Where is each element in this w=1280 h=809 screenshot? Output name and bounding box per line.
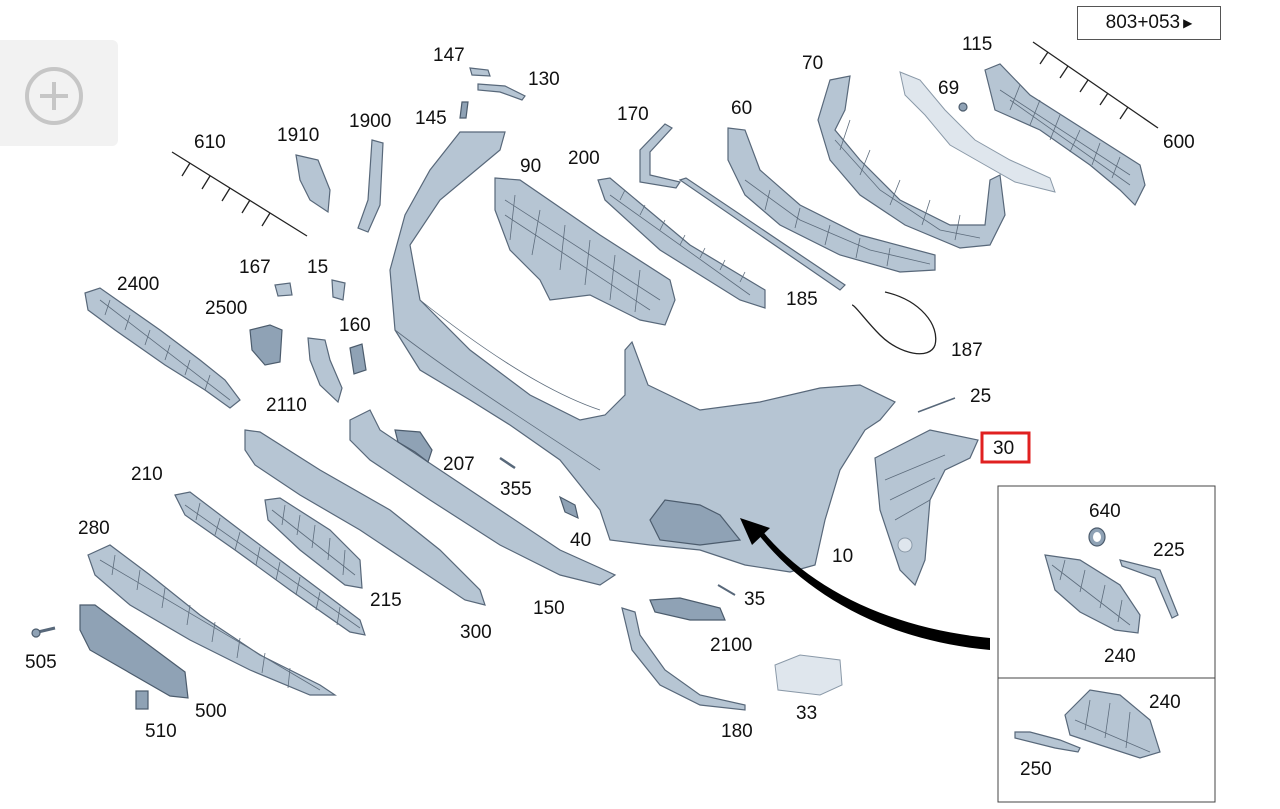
part-215-mesh[interactable] (264, 497, 363, 589)
label-25[interactable]: 25 (970, 386, 991, 407)
part-180-strip[interactable] (621, 607, 746, 711)
label-150[interactable]: 150 (533, 598, 565, 619)
part-210-grille[interactable] (174, 491, 366, 636)
label-2400[interactable]: 2400 (117, 274, 159, 295)
label-1910[interactable]: 1910 (277, 125, 319, 146)
part-147-clip[interactable] (469, 67, 491, 77)
highlight-box-30 (980, 431, 1031, 464)
part-505-screw[interactable] (31, 626, 56, 638)
part-2100-bracket[interactable] (649, 597, 726, 621)
part-2400-strip[interactable] (84, 287, 241, 409)
label-280[interactable]: 280 (78, 518, 110, 539)
detail-part-640-ring[interactable] (1088, 527, 1106, 547)
label-35[interactable]: 35 (744, 589, 765, 610)
part-170-hook[interactable] (639, 123, 681, 189)
zoom-in-button[interactable] (0, 40, 118, 146)
part-33-cover[interactable] (774, 654, 843, 696)
label-33[interactable]: 33 (796, 703, 817, 724)
label-500[interactable]: 500 (195, 701, 227, 722)
label-10[interactable]: 10 (832, 546, 853, 567)
part-70-carrier[interactable] (817, 75, 1006, 249)
lead-600-ruler (1032, 41, 1159, 129)
part-167-clip[interactable] (274, 282, 293, 297)
label-30[interactable]: 30 (993, 438, 1014, 459)
part-69-bracket[interactable] (899, 71, 1056, 193)
part-200-grille[interactable] (597, 177, 766, 309)
part-207-bracket[interactable] (394, 429, 433, 463)
label-167[interactable]: 167 (239, 257, 271, 278)
label-130[interactable]: 130 (528, 69, 560, 90)
label-2500[interactable]: 2500 (205, 298, 247, 319)
detail-part-250-strip[interactable] (1014, 731, 1081, 753)
part-1900-strip[interactable] (357, 139, 384, 233)
part-15-clip[interactable] (331, 279, 346, 301)
label-610[interactable]: 610 (194, 132, 226, 153)
label-207[interactable]: 207 (443, 454, 475, 475)
detail-part-240-grille-bottom[interactable] (1064, 689, 1161, 759)
label-15[interactable]: 15 (307, 257, 328, 278)
reference-link-label: 803+053 (1105, 12, 1181, 33)
part-30-side-bracket[interactable] (874, 429, 979, 587)
part-40-clip[interactable] (558, 495, 579, 520)
part-500-tow-cover[interactable] (79, 604, 189, 699)
label-2100[interactable]: 2100 (710, 635, 752, 656)
part-2110-bracket[interactable] (307, 337, 343, 404)
detail-pointer-arrow (740, 518, 990, 650)
label-70[interactable]: 70 (802, 53, 823, 74)
label-210[interactable]: 210 (131, 464, 163, 485)
detail-part-240-grille-top[interactable] (1044, 554, 1141, 634)
label-187[interactable]: 187 (951, 340, 983, 361)
part-1910-bracket[interactable] (295, 154, 331, 214)
part-187-wire[interactable] (851, 291, 937, 355)
label-1900[interactable]: 1900 (349, 111, 391, 132)
label-355[interactable]: 355 (500, 479, 532, 500)
zoom-in-icon (25, 67, 83, 125)
part-labels: 115 600 70 69 60 147 130 145 170 1900 19… (25, 34, 1195, 780)
label-145[interactable]: 145 (415, 108, 447, 129)
label-90[interactable]: 90 (520, 156, 541, 177)
label-600[interactable]: 600 (1163, 132, 1195, 153)
label-69[interactable]: 69 (938, 78, 959, 99)
lead-610-ruler (171, 151, 308, 237)
label-250[interactable]: 250 (1020, 759, 1052, 780)
label-160[interactable]: 160 (339, 315, 371, 336)
label-215[interactable]: 215 (370, 590, 402, 611)
part-145-clip[interactable] (459, 101, 469, 119)
label-225[interactable]: 225 (1153, 540, 1185, 561)
label-185[interactable]: 185 (786, 289, 818, 310)
label-147[interactable]: 147 (433, 45, 465, 66)
part-300-lower-trim[interactable] (244, 429, 486, 606)
label-640[interactable]: 640 (1089, 501, 1121, 522)
part-130-strip[interactable] (477, 83, 526, 101)
label-170[interactable]: 170 (617, 104, 649, 125)
play-arrow-icon: ▶ (1183, 16, 1193, 30)
label-505[interactable]: 505 (25, 652, 57, 673)
label-510[interactable]: 510 (145, 721, 177, 742)
label-200[interactable]: 200 (568, 148, 600, 169)
part-60-absorber[interactable] (727, 127, 936, 273)
label-240-bottom[interactable]: 240 (1149, 692, 1181, 713)
detail-part-225-trim[interactable] (1119, 559, 1179, 619)
part-600-bracket[interactable] (984, 63, 1146, 207)
part-25-pin[interactable] (917, 397, 956, 413)
label-300[interactable]: 300 (460, 622, 492, 643)
part-160-clip[interactable] (349, 343, 367, 375)
part-185-strip[interactable] (678, 177, 846, 291)
label-115[interactable]: 115 (962, 34, 992, 55)
label-40[interactable]: 40 (570, 530, 591, 551)
part-355-pin[interactable] (499, 456, 516, 470)
label-180[interactable]: 180 (721, 721, 753, 742)
part-280-lower-grille[interactable] (87, 544, 337, 696)
part-10-bumper-cover[interactable] (389, 131, 896, 573)
label-60[interactable]: 60 (731, 98, 752, 119)
part-2500-bracket[interactable] (249, 324, 283, 366)
part-35-pin[interactable] (717, 584, 736, 596)
part-90-grille-frame[interactable] (494, 177, 676, 326)
reference-link-button[interactable]: 803+053 ▶ (1077, 6, 1221, 40)
label-2110[interactable]: 2110 (266, 395, 307, 416)
detail-panel (997, 485, 1216, 803)
label-240-top[interactable]: 240 (1104, 646, 1136, 667)
part-510-clip[interactable] (135, 690, 149, 710)
